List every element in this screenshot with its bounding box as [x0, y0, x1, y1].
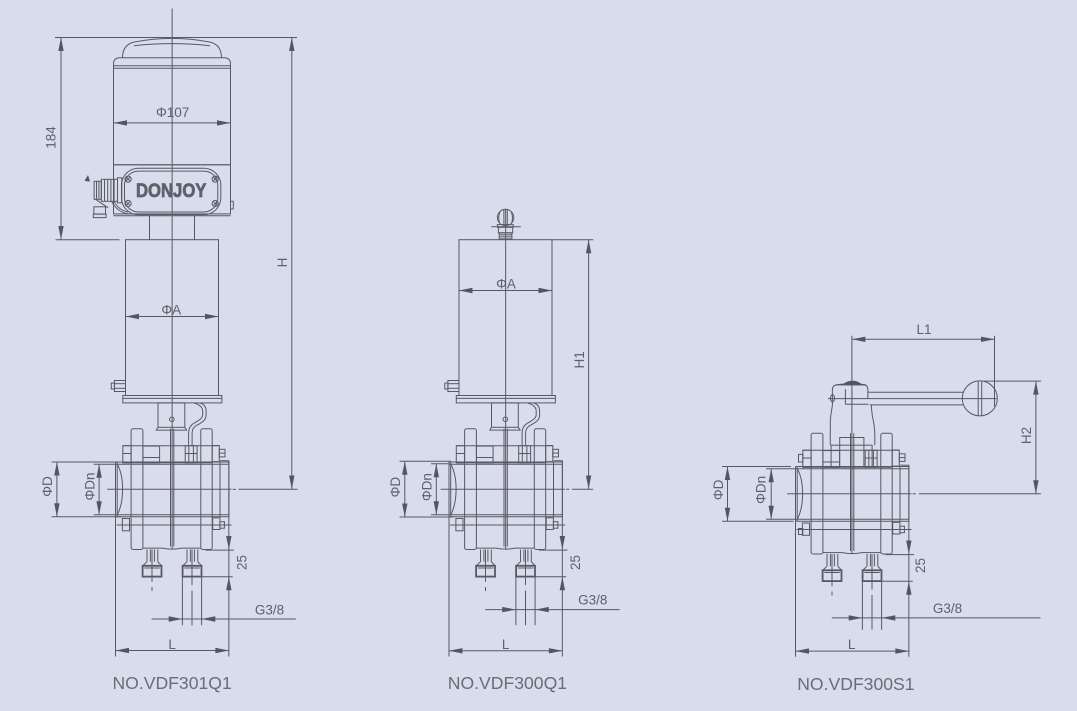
- svg-text:H1: H1: [572, 351, 587, 368]
- svg-text:NO.VDF300S1: NO.VDF300S1: [797, 674, 914, 694]
- svg-text:G3/8: G3/8: [578, 592, 607, 607]
- svg-text:L: L: [848, 637, 856, 652]
- svg-text:ΦDn: ΦDn: [754, 476, 769, 504]
- svg-text:ΦD: ΦD: [388, 477, 403, 498]
- svg-text:ΦA: ΦA: [161, 302, 181, 317]
- svg-text:DONJOY: DONJOY: [136, 181, 207, 202]
- svg-text:G3/8: G3/8: [933, 601, 962, 616]
- svg-text:H: H: [275, 258, 290, 268]
- svg-text:L1: L1: [916, 322, 931, 337]
- svg-text:ΦDn: ΦDn: [419, 473, 434, 501]
- svg-text:25: 25: [234, 555, 249, 570]
- svg-text:Φ107: Φ107: [156, 105, 189, 120]
- svg-text:NO.VDF301Q1: NO.VDF301Q1: [112, 673, 231, 693]
- svg-text:H2: H2: [1019, 427, 1034, 444]
- svg-text:L: L: [502, 637, 510, 652]
- svg-text:ΦA: ΦA: [496, 276, 516, 291]
- svg-text:25: 25: [568, 555, 583, 570]
- svg-text:ΦD: ΦD: [711, 479, 726, 500]
- svg-text:G3/8: G3/8: [255, 602, 284, 617]
- svg-text:184: 184: [44, 126, 59, 149]
- svg-text:25: 25: [913, 558, 928, 573]
- svg-text:L: L: [168, 637, 176, 652]
- svg-text:ΦD: ΦD: [40, 476, 55, 497]
- svg-text:NO.VDF300Q1: NO.VDF300Q1: [448, 673, 567, 693]
- svg-text:ΦDn: ΦDn: [83, 472, 98, 500]
